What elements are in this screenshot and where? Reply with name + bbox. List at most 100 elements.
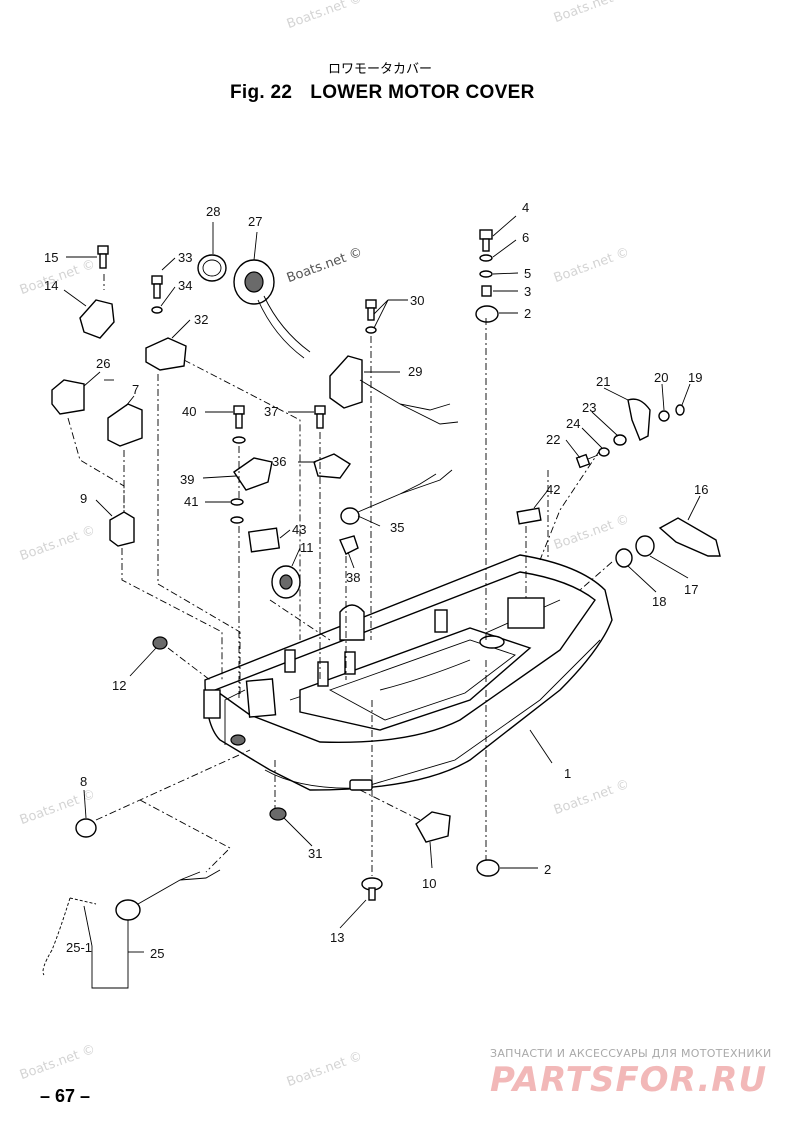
- part-15-bolt: [97, 245, 109, 269]
- part-2-mount: [475, 305, 499, 323]
- lower-cover-body: [203, 554, 613, 791]
- part-6-washer: [479, 254, 493, 262]
- part-41-washer: [230, 498, 244, 506]
- callout-31: 31: [308, 846, 322, 861]
- callout-labels: 1 2 2 3 4 5 6 7 8 9 10 11 12 13 14 15 16…: [44, 200, 708, 961]
- leader-lines: [63, 215, 701, 989]
- part-17-bushing: [635, 535, 655, 557]
- part-18-collar: [615, 548, 633, 568]
- part-3-collar: [481, 285, 492, 297]
- part-35-cable: [340, 469, 453, 525]
- part-26-cap: [51, 379, 85, 415]
- callout-34: 34: [178, 278, 192, 293]
- part-12-plug: [152, 636, 168, 650]
- callout-43: 43: [292, 522, 306, 537]
- callout-14: 14: [44, 278, 58, 293]
- callout-27: 27: [248, 214, 262, 229]
- callout-16: 16: [694, 482, 708, 497]
- part-19-washer: [675, 404, 685, 416]
- callout-25: 25: [150, 946, 164, 961]
- part-23-washer: [613, 434, 627, 446]
- callout-28: 28: [206, 204, 220, 219]
- part-33-bolt: [151, 275, 163, 299]
- shop-tagline: ЗАПЧАСТИ И АКСЕССУАРЫ ДЛЯ МОТОТЕХНИКИ: [490, 1047, 772, 1060]
- part-32-plate: [145, 337, 187, 371]
- part-22-bolt: [575, 453, 599, 469]
- part-34-washer: [151, 306, 163, 314]
- callout-38: 38: [346, 570, 360, 585]
- part-25-stop-switch: [115, 869, 221, 921]
- part-36-bracket: [313, 453, 352, 479]
- callout-22: 22: [546, 432, 560, 447]
- callout-18: 18: [652, 594, 666, 609]
- callout-29: 29: [408, 364, 422, 379]
- callout-33: 33: [178, 250, 192, 265]
- callout-10: 10: [422, 876, 436, 891]
- part-16-lever: [658, 517, 721, 557]
- callout-12: 12: [112, 678, 126, 693]
- callout-36: 36: [272, 454, 286, 469]
- shop-logo: PARTSFOR.RU: [490, 1060, 768, 1100]
- callout-23: 23: [582, 400, 596, 415]
- callout-21: 21: [596, 374, 610, 389]
- part-4-bolt: [479, 229, 493, 252]
- part-40-bolt: [232, 405, 246, 444]
- figure-number: Fig. 22: [230, 82, 293, 103]
- part-38-clip: [339, 535, 359, 555]
- part-27-grommet: [233, 259, 311, 359]
- part-14-bracket: [79, 299, 115, 339]
- part-13-bolt: [361, 877, 383, 901]
- part-37-bolt: [314, 405, 326, 429]
- callout-1: 1: [564, 766, 571, 781]
- part-5-washer: [479, 270, 493, 278]
- part-21-arm: [627, 398, 651, 441]
- callout-26: 26: [96, 356, 110, 371]
- callout-15: 15: [44, 250, 58, 265]
- part-25-1-lanyard: [42, 897, 97, 976]
- figure-title: Fig. 22 LOWER MOTOR COVER: [230, 82, 535, 104]
- part-10-cap: [415, 811, 451, 843]
- japanese-subtitle: ロワモータカバー: [327, 62, 432, 77]
- part-24-washer: [598, 447, 610, 457]
- callout-5: 5: [524, 266, 531, 281]
- part-31-plug: [269, 807, 287, 821]
- callout-4: 4: [522, 200, 529, 215]
- part-9-clip: [109, 511, 135, 547]
- callout-2-upper: 2: [524, 306, 531, 321]
- callout-17: 17: [684, 582, 698, 597]
- callout-6: 6: [522, 230, 529, 245]
- callout-42: 42: [546, 482, 560, 497]
- callout-13: 13: [330, 930, 344, 945]
- part-8-cap: [75, 818, 97, 838]
- part-29-clamp: [329, 355, 363, 409]
- callout-3: 3: [524, 284, 531, 299]
- part-7-connector: [107, 403, 143, 447]
- part-43-label: [247, 527, 281, 553]
- callout-30: 30: [410, 293, 424, 308]
- callout-41: 41: [184, 494, 198, 509]
- figure-title-text: LOWER MOTOR COVER: [310, 82, 535, 103]
- callout-37: 37: [264, 404, 278, 419]
- callout-7: 7: [132, 382, 139, 397]
- part-30-bolt: [365, 299, 377, 334]
- callout-11: 11: [300, 540, 314, 555]
- part-39-bracket: [233, 457, 273, 491]
- part-42-label: [516, 507, 542, 525]
- callout-9: 9: [80, 491, 87, 506]
- callout-25-1: 25-1: [66, 940, 92, 955]
- callout-32: 32: [194, 312, 208, 327]
- page-number: – 67 –: [40, 1086, 91, 1106]
- callout-8: 8: [80, 774, 87, 789]
- assembly-lines: [67, 274, 613, 876]
- part-28-oring: [197, 254, 227, 282]
- callout-2-lower: 2: [544, 862, 551, 877]
- callout-19: 19: [688, 370, 702, 385]
- callout-40: 40: [182, 404, 196, 419]
- part-29-wire: [359, 379, 459, 425]
- part-2-mount-lower: [476, 859, 500, 877]
- part-20-nut: [658, 410, 670, 422]
- callout-20: 20: [654, 370, 668, 385]
- callout-39: 39: [180, 472, 194, 487]
- callout-35: 35: [390, 520, 404, 535]
